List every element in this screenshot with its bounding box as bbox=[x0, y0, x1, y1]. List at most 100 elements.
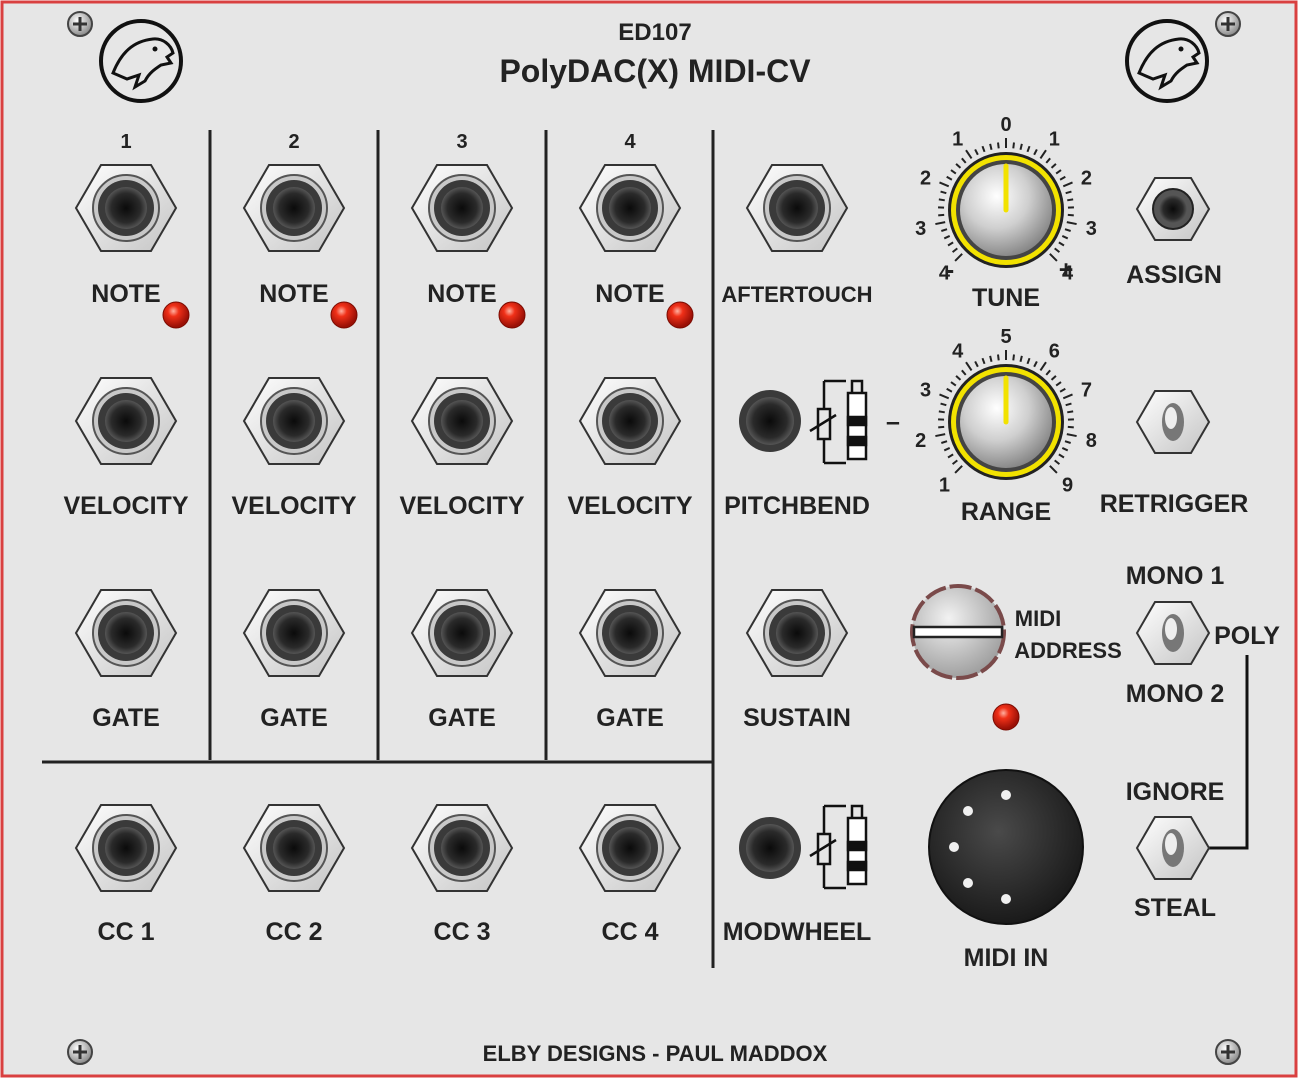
tune-knob-scale-1: 3 bbox=[915, 218, 926, 240]
aftertouch-jack[interactable] bbox=[745, 164, 849, 252]
midi-in-label: MIDI IN bbox=[964, 944, 1049, 972]
gate-label-1: GATE bbox=[92, 704, 160, 732]
gate-label-4: GATE bbox=[596, 704, 664, 732]
velocity-jack-4[interactable] bbox=[578, 377, 682, 465]
column-number-1: 1 bbox=[120, 131, 131, 153]
modwheel-jack[interactable] bbox=[739, 817, 801, 879]
steal-label: STEAL bbox=[1134, 894, 1216, 922]
tune-knob-scale-5: 1 bbox=[1049, 129, 1060, 151]
tune-knob-scale-8: 4 bbox=[1062, 263, 1074, 285]
tune-knob-scale-0: 4 bbox=[939, 263, 951, 285]
mono2-label: MONO 2 bbox=[1126, 680, 1225, 708]
velocity-label-4: VELOCITY bbox=[567, 492, 692, 520]
velocity-jack-3[interactable] bbox=[410, 377, 514, 465]
note-led-3 bbox=[498, 301, 526, 329]
mounting-screw-icon bbox=[1215, 11, 1241, 37]
note-jack-3[interactable] bbox=[410, 164, 514, 252]
module-title: PolyDAC(X) MIDI-CV bbox=[499, 53, 811, 89]
cc-jack-3[interactable] bbox=[410, 804, 514, 892]
tune-plus-label: + bbox=[1059, 256, 1074, 284]
midi-address-label-line2: ADDRESS bbox=[1014, 638, 1122, 663]
retrigger-label: RETRIGGER bbox=[1100, 490, 1249, 518]
model-number: ED107 bbox=[618, 19, 691, 46]
cc-jack-2[interactable] bbox=[242, 804, 346, 892]
cc-label-3: CC 3 bbox=[434, 918, 491, 946]
tune-knob-scale-2: 2 bbox=[920, 168, 931, 190]
note-jack-2[interactable] bbox=[242, 164, 346, 252]
tune-knob-scale-7: 3 bbox=[1086, 218, 1097, 240]
modwheel-label: MODWHEEL bbox=[723, 918, 872, 946]
cc-label-2: CC 2 bbox=[266, 918, 323, 946]
pitchbend-jack[interactable] bbox=[739, 390, 801, 452]
tune-label: TUNE bbox=[972, 284, 1040, 312]
range-knob-scale-0: 1 bbox=[939, 475, 950, 497]
sustain-label: SUSTAIN bbox=[743, 704, 851, 732]
note-led-2 bbox=[330, 301, 358, 329]
range-knob-scale-4: 5 bbox=[1000, 326, 1011, 348]
poly-label: POLY bbox=[1214, 622, 1280, 650]
velocity-jack-2[interactable] bbox=[242, 377, 346, 465]
range-knob-scale-7: 8 bbox=[1086, 430, 1097, 452]
cc-jack-4[interactable] bbox=[578, 804, 682, 892]
ignore-label: IGNORE bbox=[1126, 778, 1225, 806]
mode-toggle-switch[interactable] bbox=[1135, 601, 1211, 665]
gate-jack-2[interactable] bbox=[242, 589, 346, 677]
range-label: RANGE bbox=[961, 498, 1051, 526]
note-label-4: NOTE bbox=[595, 280, 664, 308]
poly-connector-line bbox=[1208, 655, 1249, 850]
mono1-label: MONO 1 bbox=[1126, 562, 1225, 590]
velocity-jack-1[interactable] bbox=[74, 377, 178, 465]
tune-minus-label: - bbox=[946, 256, 954, 284]
cc-label-4: CC 4 bbox=[602, 918, 659, 946]
mounting-screw-icon bbox=[1215, 1039, 1241, 1065]
cc-label-1: CC 1 bbox=[98, 918, 155, 946]
column-number-3: 3 bbox=[456, 131, 467, 153]
footer-credit: ELBY DESIGNS - PAUL MADDOX bbox=[483, 1041, 828, 1066]
gate-label-2: GATE bbox=[260, 704, 328, 732]
column-number-2: 2 bbox=[288, 131, 299, 153]
panther-logo bbox=[1125, 19, 1209, 103]
pitchbend-label: PITCHBEND bbox=[724, 492, 870, 520]
midi-address-label-line1: MIDI bbox=[1015, 606, 1061, 631]
assign-jack[interactable] bbox=[1135, 177, 1211, 241]
note-led-1 bbox=[162, 301, 190, 329]
range-knob-scale-2: 3 bbox=[920, 380, 931, 402]
midi-led bbox=[992, 703, 1020, 731]
velocity-label-1: VELOCITY bbox=[63, 492, 188, 520]
note-jack-4[interactable] bbox=[578, 164, 682, 252]
retrigger-button[interactable] bbox=[1135, 390, 1211, 454]
mounting-screw-icon bbox=[67, 1039, 93, 1065]
tune-knob-scale-6: 2 bbox=[1081, 168, 1092, 190]
divider-lines bbox=[42, 130, 715, 968]
assign-label: ASSIGN bbox=[1126, 261, 1222, 289]
sustain-jack[interactable] bbox=[745, 589, 849, 677]
range-knob-scale-5: 6 bbox=[1049, 341, 1060, 363]
tune-knob-scale-3: 1 bbox=[952, 129, 963, 151]
range-knob-scale-3: 4 bbox=[952, 341, 964, 363]
panther-logo bbox=[99, 19, 183, 103]
tune-knob-scale-4: 0 bbox=[1000, 114, 1011, 136]
note-label-2: NOTE bbox=[259, 280, 328, 308]
pot-symbol-icon bbox=[809, 379, 868, 465]
column-number-4: 4 bbox=[624, 131, 636, 153]
cc-jack-1[interactable] bbox=[74, 804, 178, 892]
note-led-4 bbox=[666, 301, 694, 329]
gate-jack-4[interactable] bbox=[578, 589, 682, 677]
range-knob-scale-1: 2 bbox=[915, 430, 926, 452]
pot-symbol-icon bbox=[809, 804, 868, 890]
gate-jack-1[interactable] bbox=[74, 589, 178, 677]
mounting-screw-icon bbox=[67, 11, 93, 37]
midi-address-trimmer[interactable] bbox=[910, 584, 1006, 680]
aftertouch-label: AFTERTOUCH bbox=[721, 282, 872, 307]
range-dash-label: – bbox=[886, 408, 900, 436]
gate-jack-3[interactable] bbox=[410, 589, 514, 677]
note-label-3: NOTE bbox=[427, 280, 496, 308]
steal-toggle-switch[interactable] bbox=[1135, 816, 1211, 880]
note-jack-1[interactable] bbox=[74, 164, 178, 252]
midi-in-socket[interactable] bbox=[928, 769, 1084, 925]
range-knob-scale-6: 7 bbox=[1081, 380, 1092, 402]
